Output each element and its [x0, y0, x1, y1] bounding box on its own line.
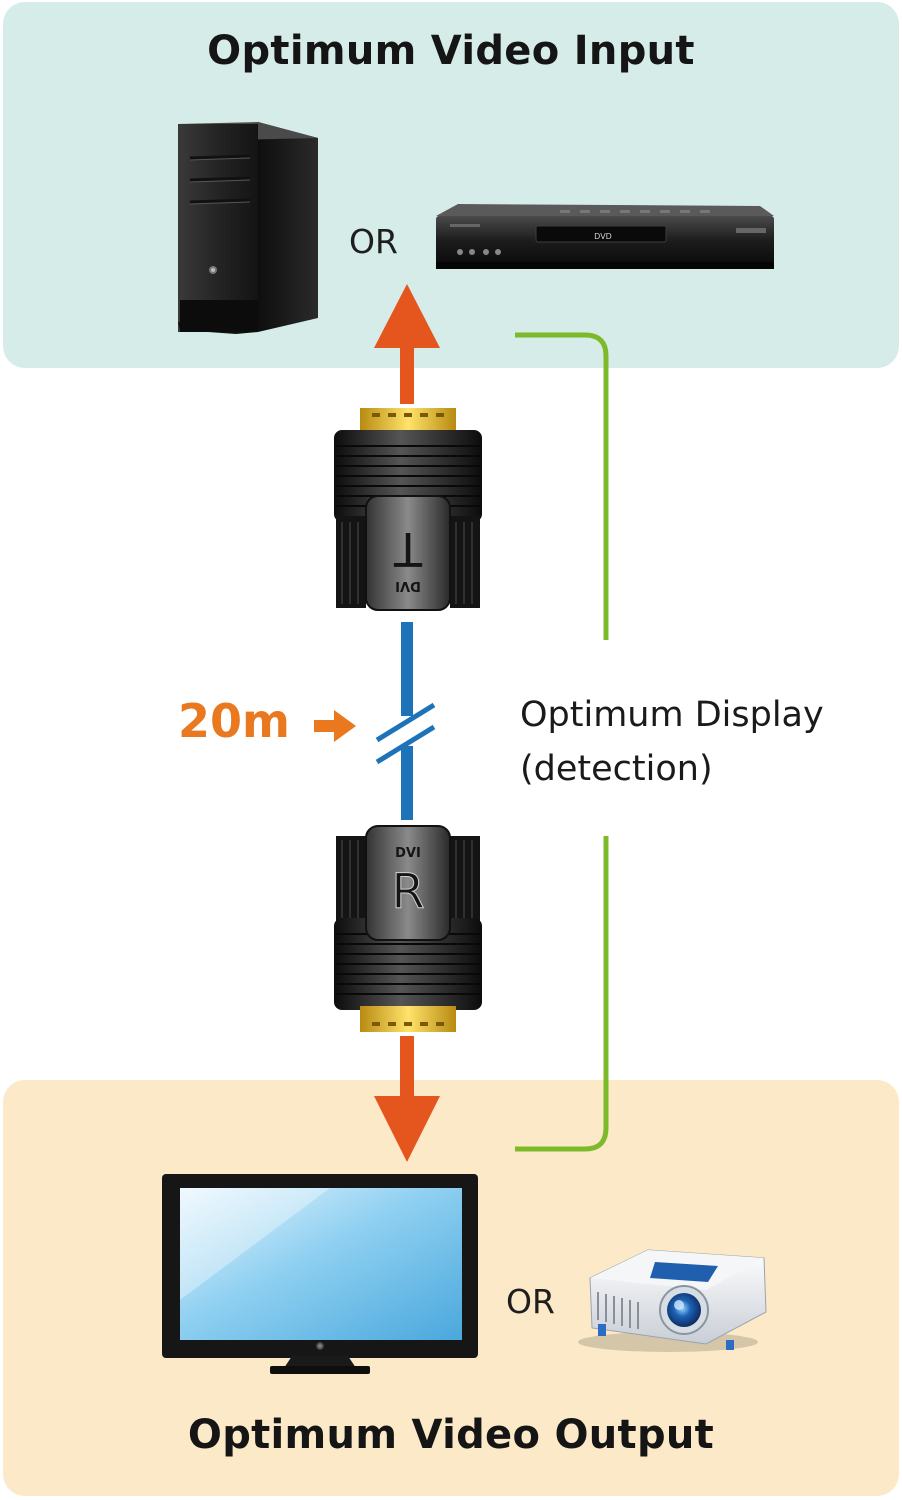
cable-line: [375, 622, 436, 820]
transmitter-letter: T: [393, 522, 423, 576]
cable-length-label: 20m: [178, 694, 290, 748]
pc-tower-icon: [178, 122, 318, 334]
input-or-label: OR: [349, 222, 398, 261]
detection-bracket: [515, 332, 609, 1152]
receiver-letter: R: [391, 864, 424, 920]
detection-label-line1: Optimum Display: [520, 695, 824, 735]
projector-icon: [578, 1249, 767, 1352]
up-arrow-icon: [374, 284, 440, 404]
dvd-badge: DVD: [594, 232, 612, 241]
receiver-connector: DVI R: [334, 825, 482, 1032]
length-arrow-icon: [314, 710, 356, 742]
dvd-player-icon: DVD: [436, 204, 774, 269]
transmitter-connector: T DVI: [334, 408, 482, 611]
transmitter-brand: DVI: [395, 578, 421, 593]
input-section-title: Optimum Video Input: [207, 28, 695, 74]
output-section-title: Optimum Video Output: [187, 1412, 715, 1458]
down-arrow-icon: [374, 1036, 440, 1162]
output-or-label: OR: [506, 1282, 555, 1321]
lcd-monitor-icon: [162, 1174, 478, 1374]
input-section-panel: [3, 2, 899, 368]
receiver-brand: DVI: [395, 846, 421, 861]
detection-label-line2: (detection): [520, 749, 713, 789]
